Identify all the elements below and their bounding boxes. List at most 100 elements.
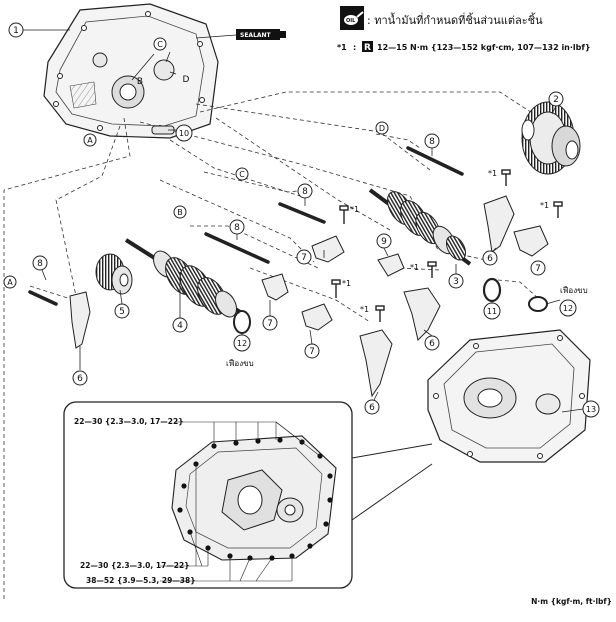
ref-a-top: A [83, 133, 97, 147]
svg-text:7: 7 [309, 347, 315, 357]
bolt-mark-4: *1 [410, 263, 419, 272]
svg-text:6: 6 [369, 403, 375, 413]
callout-6c: 6 [424, 335, 440, 351]
svg-text:6: 6 [487, 254, 493, 264]
svg-text:1: 1 [13, 26, 19, 36]
ref-d-rod: D [375, 121, 389, 135]
legend: OIL : ทาน้ำมันที่กำหนดที่ชิ้นส่วนแต่ละชิ… [337, 6, 591, 53]
callout-7c: 7 [296, 249, 312, 265]
bolt-mark-1: *1 [350, 205, 359, 214]
detail-leaders [160, 421, 321, 582]
callout-7d: 7 [530, 260, 546, 276]
svg-text:D: D [379, 124, 385, 133]
callout-7b: 7 [304, 343, 320, 359]
svg-text:B: B [137, 77, 143, 87]
o-ring-12-right [528, 296, 548, 312]
callouts: 1 2 3 4 5 6 6 6 6 7 7 7 7 8 8 8 8 9 10 1… [8, 22, 600, 418]
bolts [331, 169, 563, 322]
callout-10: 10 [175, 124, 193, 142]
callout-6d: 6 [482, 250, 498, 266]
callout-8a: 8 [32, 255, 48, 271]
oil-legend-text: : ทาน้ำมันที่กำหนดที่ชิ้นส่วนแต่ละชิ้น [367, 12, 543, 27]
callout-7a: 7 [262, 315, 278, 331]
clutch-housing-13 [427, 329, 591, 463]
callout-8d: 8 [424, 133, 440, 149]
ref-a-rod: A [3, 275, 17, 289]
svg-text:8: 8 [429, 137, 435, 147]
oil-can-label: OIL [346, 18, 356, 24]
svg-text:8: 8 [302, 187, 308, 197]
callout-2: 2 [548, 91, 564, 107]
bolt-mark-5: *1 [488, 169, 497, 178]
svg-text:A: A [7, 278, 13, 287]
transmission-case-1 [43, 3, 219, 139]
interlock-9 [377, 253, 405, 277]
bolt-marks: *1 *1 *1 *1 *1 *1 [342, 169, 549, 314]
callout-4: 4 [172, 317, 188, 333]
svg-text:B: B [177, 208, 183, 217]
gear-5 [95, 253, 133, 295]
svg-text:7: 7 [267, 319, 273, 329]
callout-8b: 8 [229, 219, 245, 235]
svg-text:13: 13 [586, 405, 596, 414]
oil-can-icon: OIL [340, 6, 364, 30]
primary-shaft-4 [124, 238, 242, 318]
callout-3: 3 [448, 273, 464, 289]
callout-8c: 8 [297, 183, 313, 199]
callout-5: 5 [114, 303, 130, 319]
sealant-label: SEALANT [240, 32, 272, 39]
differential-2 [521, 101, 581, 175]
svg-text:D: D [183, 75, 190, 85]
leader-lines [22, 29, 584, 413]
secondary-shaft-3 [368, 188, 472, 266]
callout-1: 1 [8, 22, 24, 38]
callout-11: 11 [483, 302, 501, 320]
shift-rods-8 [28, 146, 464, 306]
callout-9: 9 [376, 233, 392, 249]
svg-text:3: 3 [453, 277, 459, 287]
svg-text:A: A [87, 136, 93, 145]
reference-letters: A B C D A B C D [3, 37, 389, 289]
bolt-mark-6: *1 [540, 201, 549, 210]
shift-levers-7 [261, 225, 549, 331]
svg-text:C: C [157, 40, 163, 49]
svg-text:11: 11 [487, 307, 497, 316]
svg-text:2: 2 [553, 95, 559, 105]
callout-12a: 12 [233, 334, 251, 352]
ref-c-rod: C [235, 167, 249, 181]
detail-view-box: 22—30 {2.3—3.0, 17—22} 22—30 {2.3—3.0, 1… [63, 401, 433, 589]
shift-forks-6 [69, 195, 515, 398]
svg-text:6: 6 [429, 339, 435, 349]
torque-badge-icon [362, 41, 373, 52]
ref-d-top: D [183, 75, 190, 85]
ref-b-top: B [137, 77, 143, 87]
detail-torque-bottom1: 22—30 {2.3—3.0, 17—22} [80, 561, 190, 570]
torque-spec: 12—15 N·m {123—152 kgf·cm, 107—132 in·lb… [377, 43, 591, 52]
svg-text:12: 12 [563, 304, 573, 313]
sealant-tube-icon: SEALANT [195, 29, 286, 40]
svg-text:9: 9 [381, 237, 387, 247]
svg-text:8: 8 [37, 259, 43, 269]
svg-text:7: 7 [535, 264, 541, 274]
bolt-mark-3: *1 [360, 305, 369, 314]
svg-text:C: C [239, 170, 245, 179]
torque-colon: : [353, 43, 356, 52]
callout-12b: 12 [559, 299, 577, 317]
svg-text:7: 7 [301, 253, 307, 263]
detail-torque-bottom2: 38—52 {3.9—5.3, 29—38} [86, 576, 196, 585]
oil-seal-11 [482, 277, 502, 303]
o-ring-12-left [233, 310, 251, 334]
unit-note: N·m {kgf·m, ft·lbf} [531, 597, 612, 606]
apply-note-left: เฟืองขบ [226, 359, 254, 368]
svg-text:5: 5 [119, 307, 125, 317]
svg-text:10: 10 [179, 129, 189, 138]
svg-text:6: 6 [77, 374, 83, 384]
ref-b-rod: B [173, 205, 187, 219]
detail-torque-top: 22—30 {2.3—3.0, 17—22} [74, 417, 184, 426]
callout-13: 13 [582, 400, 600, 418]
ref-c-top: C [153, 37, 167, 51]
apply-note-right: เฟืองขบ [560, 286, 588, 295]
callout-6a: 6 [72, 370, 88, 386]
svg-text:12: 12 [237, 339, 247, 348]
